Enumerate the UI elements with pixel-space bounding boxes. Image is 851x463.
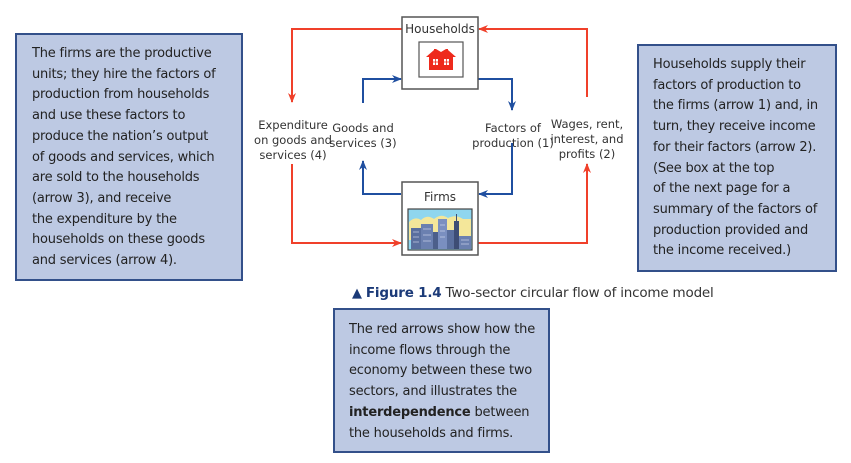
flow-1-line-1: Factors of bbox=[485, 121, 542, 135]
flow-3-line-1: Goods and bbox=[332, 121, 394, 135]
city-skyline-icon bbox=[407, 208, 473, 251]
factors-arrow-bottom bbox=[478, 143, 513, 198]
firms-explanation-note: The firms are the productive units; they… bbox=[15, 33, 243, 281]
households-explanation-note: Households supply their factors of produ… bbox=[637, 44, 837, 272]
figure-number: Figure 1.4 bbox=[365, 285, 442, 301]
red-arrows-explanation-text: The red arrows show how the income flows… bbox=[349, 320, 540, 444]
flow-2-line-2: interest, and bbox=[550, 132, 623, 146]
flow-label-wages: Wages, rent, interest, and profits (2) bbox=[550, 117, 623, 161]
flow-1-line-2: production (1) bbox=[472, 136, 554, 150]
flow-label-goods: Goods and services (3) bbox=[329, 121, 396, 150]
flow-4-line-3: services (4) bbox=[259, 148, 326, 162]
households-explanation-text: Households supply their factors of produ… bbox=[653, 57, 818, 259]
interdependence-term: interdependence bbox=[349, 404, 471, 420]
expenditure-arrow-bottom bbox=[291, 164, 402, 247]
goods-arrow-top bbox=[362, 75, 402, 103]
figure-title: Two-sector circular flow of income model bbox=[441, 285, 714, 301]
income-arrow-bottom bbox=[478, 163, 591, 244]
firms-node: Firms bbox=[401, 181, 479, 256]
income-arrow-top bbox=[478, 25, 588, 97]
flow-4-line-1: Expenditure bbox=[258, 118, 328, 132]
factors-arrow-top bbox=[478, 78, 516, 111]
note-text-end: between the households and firms. bbox=[349, 404, 530, 441]
note-text-start: The red arrows show how the income flows… bbox=[349, 322, 536, 400]
households-label: Households bbox=[405, 22, 475, 36]
house-icon bbox=[418, 41, 464, 78]
firms-label: Firms bbox=[424, 190, 456, 204]
flow-3-line-2: services (3) bbox=[329, 136, 396, 150]
goods-arrow-bottom bbox=[359, 160, 401, 195]
red-arrows-explanation-note: The red arrows show how the income flows… bbox=[333, 308, 550, 453]
figure-caption: ▲ Figure 1.4 Two-sector circular flow of… bbox=[352, 285, 714, 301]
flow-2-line-1: Wages, rent, bbox=[551, 117, 623, 131]
expenditure-arrow-top bbox=[288, 28, 402, 103]
households-node: Households bbox=[401, 16, 479, 90]
triangle-marker-icon: ▲ bbox=[352, 286, 362, 301]
flow-label-expenditure: Expenditure on goods and services (4) bbox=[254, 118, 332, 162]
flow-label-factors: Factors of production (1) bbox=[472, 121, 554, 150]
flow-4-line-2: on goods and bbox=[254, 133, 332, 147]
flow-2-line-3: profits (2) bbox=[559, 147, 616, 161]
firms-explanation-text: The firms are the productive units; they… bbox=[32, 46, 216, 269]
